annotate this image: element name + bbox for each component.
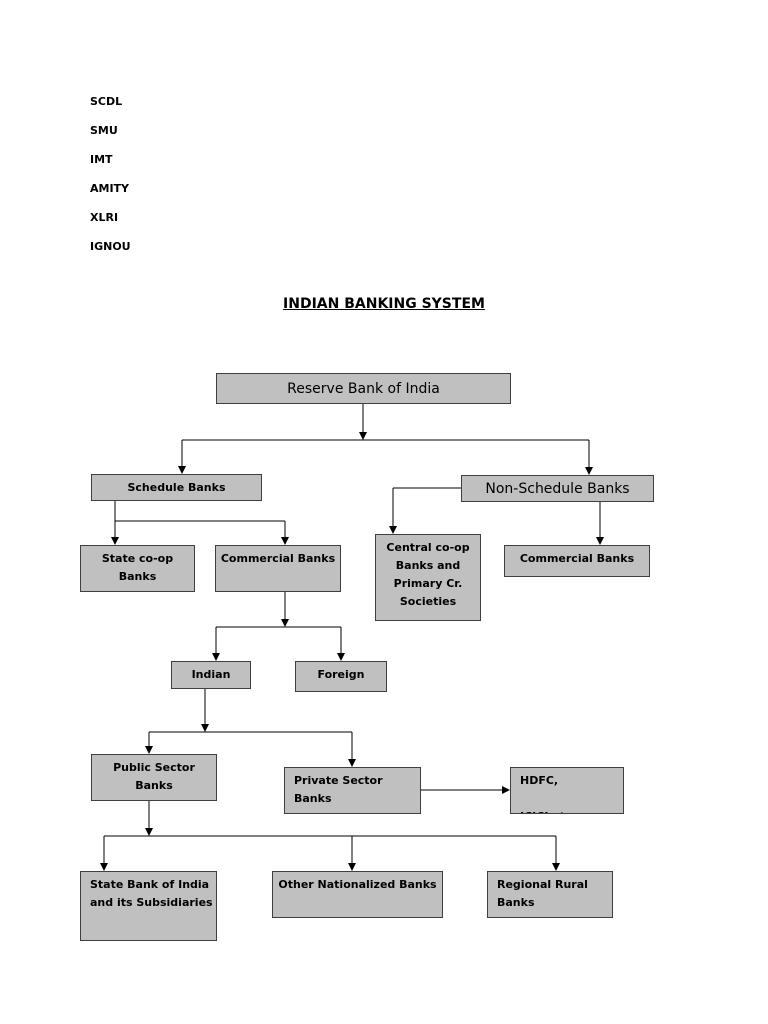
node-sbi-subsidiaries: State Bank of India and its Subsidiaries [80, 871, 217, 941]
list-item: AMITY [90, 182, 130, 195]
node-regional-rural-banks: Regional Rural Banks [487, 871, 613, 918]
node-private-sector-banks: Private Sector Banks [284, 767, 421, 814]
node-indian: Indian [171, 661, 251, 689]
node-other-nationalized-banks: Other Nationalized Banks [272, 871, 443, 918]
node-public-sector-banks: Public Sector Banks [91, 754, 217, 801]
list-item: SCDL [90, 95, 123, 108]
node-central-coop-banks: Central co-op Banks and Primary Cr. Soci… [375, 534, 481, 621]
node-ns-commercial-banks: Commercial Banks [504, 545, 650, 577]
institute-list: SCDL SMU IMT AMITY XLRI IGNOU [90, 94, 131, 268]
node-hdfc-icici: HDFC, ICICI etc. [510, 767, 624, 814]
node-state-coop-banks: State co-op Banks [80, 545, 195, 592]
list-item: IGNOU [90, 240, 131, 253]
list-item: IMT [90, 153, 113, 166]
list-item: XLRI [90, 211, 119, 224]
node-commercial-banks: Commercial Banks [215, 545, 341, 592]
page-title: INDIAN BANKING SYSTEM [283, 296, 485, 312]
node-schedule-banks: Schedule Banks [91, 474, 262, 501]
list-item: SMU [90, 124, 118, 137]
node-reserve-bank: Reserve Bank of India [216, 373, 511, 404]
node-foreign: Foreign [295, 661, 387, 692]
node-non-schedule-banks: Non-Schedule Banks [461, 475, 654, 502]
